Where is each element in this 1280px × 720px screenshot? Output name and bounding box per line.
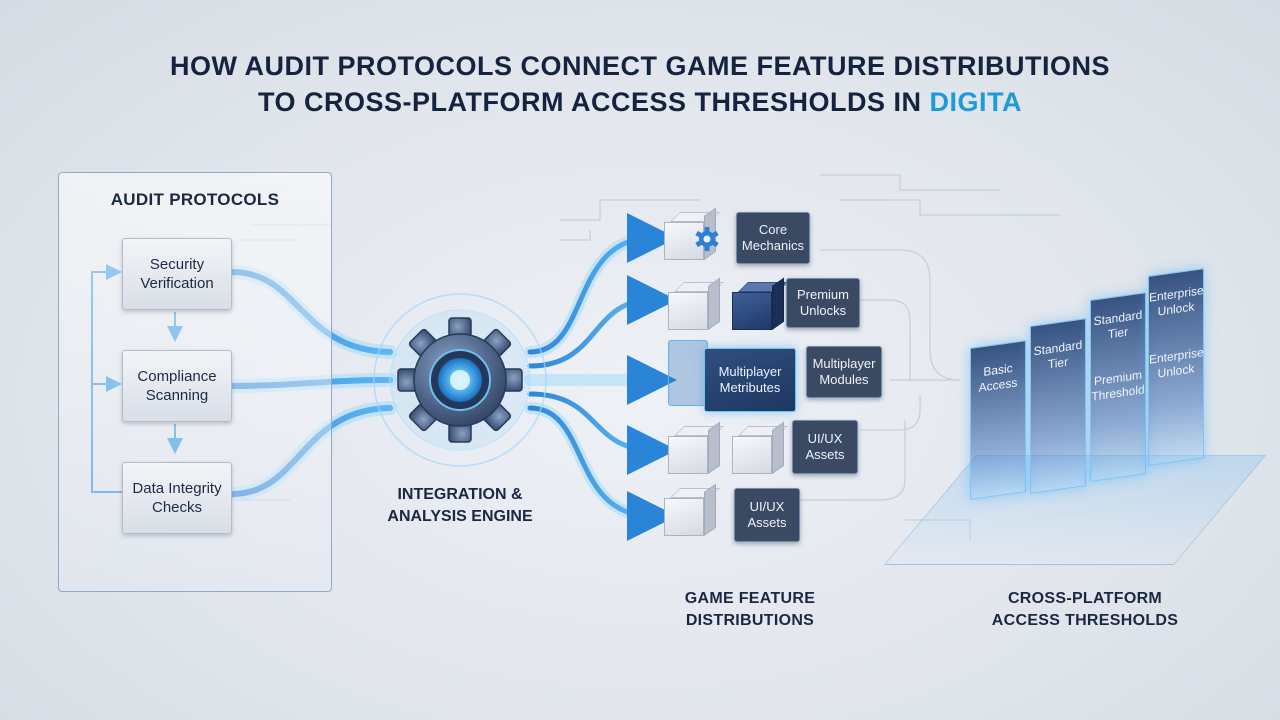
tier-premium-label-2: Premium Threshold: [1091, 367, 1145, 404]
multiplayer-ghost-panel: [668, 340, 708, 406]
security-verification-step[interactable]: Security Verification: [122, 238, 232, 310]
game-feature-distributions-label: GAME FEATURE DISTRIBUTIONS: [650, 588, 850, 632]
engine-label-line-1: INTEGRATION &: [397, 486, 523, 503]
tier-standard-label: Standard Tier: [1033, 337, 1083, 372]
tier-premium-label-1: Standard Tier: [1093, 307, 1143, 342]
core-mechanics-cube: [664, 207, 720, 260]
title-line-2-accent: DIGITA: [929, 87, 1023, 117]
engine-to-feature-flows: [524, 213, 677, 541]
uiux-cube-3: [664, 483, 720, 536]
compliance-scanning-step[interactable]: Compliance Scanning: [122, 350, 232, 422]
cross-platform-access-label: CROSS-PLATFORM ACCESS THRESHOLDS: [960, 588, 1210, 632]
premium-unlocks-tag[interactable]: Premium Unlocks: [786, 278, 860, 328]
tier-enterprise-label-2: Enterprise Unlock: [1149, 345, 1204, 381]
integration-engine-gear[interactable]: [380, 300, 540, 460]
tier-standard[interactable]: Standard Tier: [1030, 318, 1086, 494]
access-label-line-2: ACCESS THRESHOLDS: [991, 612, 1179, 629]
data-integrity-checks-step[interactable]: Data Integrity Checks: [122, 462, 232, 534]
multiplayer-metributes-panel[interactable]: Multiplayer Metributes: [704, 348, 796, 412]
integration-engine-label: INTEGRATION & ANALYSIS ENGINE: [360, 484, 560, 528]
premium-cube-dark: [732, 277, 788, 330]
tier-enterprise-label-1: Enterprise Unlock: [1149, 283, 1204, 319]
premium-cube-light: [668, 277, 724, 330]
uiux-assets-tag-2[interactable]: UI/UX Assets: [734, 488, 800, 542]
features-label-line-1: GAME FEATURE: [684, 590, 816, 607]
tier-enterprise-unlock[interactable]: Enterprise Unlock Enterprise Unlock: [1148, 268, 1204, 466]
title-line-2-prefix: TO CROSS-PLATFORM ACCESS THRESHOLDS IN: [257, 87, 930, 117]
title-line-1: HOW AUDIT PROTOCOLS CONNECT GAME FEATURE…: [170, 51, 1110, 81]
multiplayer-modules-tag[interactable]: Multiplayer Modules: [806, 346, 882, 398]
tier-premium-threshold[interactable]: Standard Tier Premium Threshold: [1090, 292, 1146, 482]
gear-icon: [397, 317, 523, 443]
audit-protocols-title: AUDIT PROTOCOLS: [110, 190, 280, 209]
tier-basic-label: Basic Access: [978, 360, 1018, 395]
uiux-cube-2: [732, 421, 788, 474]
core-gear-icon: [695, 227, 719, 251]
uiux-cube-1: [668, 421, 724, 474]
core-mechanics-tag[interactable]: Core Mechanics: [736, 212, 810, 264]
engine-label-line-2: ANALYSIS ENGINE: [387, 508, 533, 525]
uiux-assets-tag-1[interactable]: UI/UX Assets: [792, 420, 858, 474]
title-line-2: TO CROSS-PLATFORM ACCESS THRESHOLDS IN D…: [0, 84, 1280, 120]
features-label-line-2: DISTRIBUTIONS: [685, 612, 815, 629]
diagram-title: HOW AUDIT PROTOCOLS CONNECT GAME FEATURE…: [0, 48, 1280, 120]
tier-basic-access[interactable]: Basic Access: [970, 340, 1026, 500]
access-label-line-1: CROSS-PLATFORM: [1007, 590, 1163, 607]
